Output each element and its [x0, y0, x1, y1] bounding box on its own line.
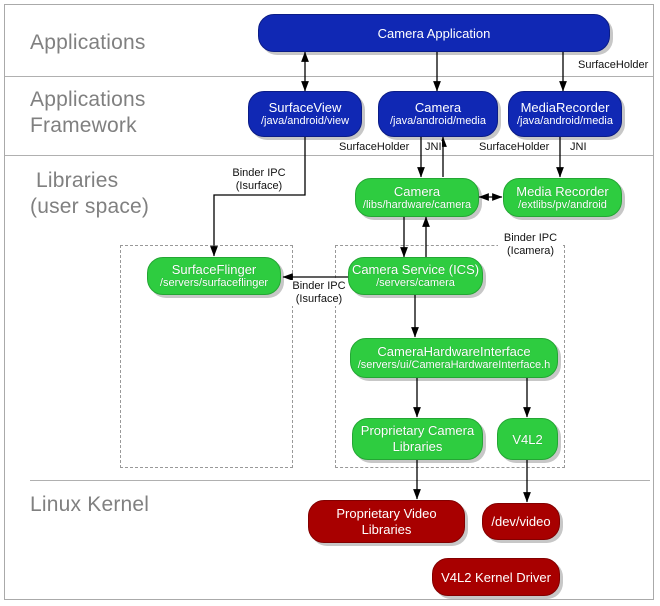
- edge-label-surfaceholder-app-mediarecorder: SurfaceHolder: [578, 59, 649, 72]
- node-mediarecorder-title: MediaRecorder: [520, 100, 610, 115]
- node-camera-framework-title: Camera: [414, 100, 462, 115]
- node-camera-library-subtitle: /libs/hardware/camera: [362, 198, 472, 211]
- edge-label-jni-mediarecorder: JNI: [570, 141, 587, 154]
- node-camera-library[interactable]: Camera /libs/hardware/camera: [355, 178, 479, 217]
- node-camera-hardware-interface-subtitle: /servers/ui/CameraHardwareInterface.h: [357, 359, 551, 371]
- edge-label-surfaceholder-mediarecorder: SurfaceHolder: [479, 141, 550, 154]
- node-proprietary-video-libraries[interactable]: Proprietary Video Libraries: [308, 500, 465, 543]
- node-mediarecorder-subtitle: /java/android/media: [516, 115, 613, 127]
- node-media-recorder-library-subtitle: /extlibs/pv/android: [518, 198, 607, 211]
- edge-label-jni-camera: JNI: [425, 141, 442, 154]
- node-camera-hardware-interface-title: CameraHardwareInterface: [377, 344, 531, 359]
- node-surfaceflinger-title: SurfaceFlinger: [171, 262, 257, 277]
- layer-label-linux-kernel: Linux Kernel: [30, 493, 150, 516]
- node-mediarecorder[interactable]: MediaRecorder /java/android/media: [508, 91, 622, 137]
- node-dev-video[interactable]: /dev/video: [482, 503, 560, 540]
- dashed-group-surfaceflinger: [120, 245, 293, 468]
- node-v4l2-kernel-driver-title: V4L2 Kernel Driver: [441, 569, 551, 585]
- node-surfaceflinger[interactable]: SurfaceFlinger /servers/surfaceflinger: [147, 257, 281, 295]
- layer-label-applications-framework: Applications Framework: [30, 88, 146, 137]
- node-v4l2-kernel-driver[interactable]: V4L2 Kernel Driver: [432, 558, 560, 596]
- edge-label-binder-ipc-isurface-service: Binder IPC (Isurface): [288, 280, 350, 306]
- layer-label-applications: Applications: [30, 31, 146, 54]
- node-proprietary-camera-libraries[interactable]: Proprietary Camera Libraries: [352, 418, 483, 460]
- node-surfaceflinger-subtitle: /servers/surfaceflinger: [159, 277, 269, 289]
- layer-label-libraries: Libraries (user space): [30, 169, 150, 218]
- node-camera-library-title: Camera: [393, 183, 441, 199]
- edge-label-surfaceholder-camera: SurfaceHolder: [339, 141, 410, 154]
- divider-framework: [5, 155, 653, 156]
- node-camera-application[interactable]: Camera Application: [258, 14, 610, 52]
- node-surfaceview[interactable]: SurfaceView /java/android/view: [248, 91, 362, 137]
- node-camera-service-title: Camera Service (ICS): [351, 262, 480, 277]
- node-media-recorder-library-title: Media Recorder: [516, 183, 609, 199]
- node-dev-video-title: /dev/video: [491, 514, 551, 529]
- node-proprietary-camera-libraries-title: Proprietary Camera Libraries: [360, 423, 475, 454]
- divider-kernel: [30, 480, 650, 481]
- node-camera-application-title: Camera Application: [377, 25, 491, 41]
- edge-label-binder-ipc-icamera: Binder IPC (Icamera): [498, 232, 563, 258]
- dashed-group-camera-stack: [335, 245, 565, 468]
- node-camera-service[interactable]: Camera Service (ICS) /servers/camera: [348, 257, 483, 295]
- node-v4l2[interactable]: V4L2: [497, 418, 558, 460]
- node-camera-framework[interactable]: Camera /java/android/media: [378, 91, 498, 137]
- node-proprietary-video-libraries-title: Proprietary Video Libraries: [336, 505, 437, 537]
- node-surfaceview-subtitle: /java/android/view: [260, 115, 350, 127]
- divider-applications: [5, 76, 653, 77]
- diagram-border: [4, 4, 654, 600]
- node-camera-service-subtitle: /servers/camera: [376, 277, 455, 289]
- edge-label-binder-ipc-isurface-surfaceview: Binder IPC (Isurface): [228, 167, 290, 193]
- node-surfaceview-title: SurfaceView: [268, 100, 342, 115]
- node-camera-framework-subtitle: /java/android/media: [389, 115, 486, 127]
- node-camera-hardware-interface[interactable]: CameraHardwareInterface /servers/ui/Came…: [350, 338, 558, 378]
- node-v4l2-title: V4L2: [512, 431, 543, 447]
- node-media-recorder-library[interactable]: Media Recorder /extlibs/pv/android: [503, 178, 622, 217]
